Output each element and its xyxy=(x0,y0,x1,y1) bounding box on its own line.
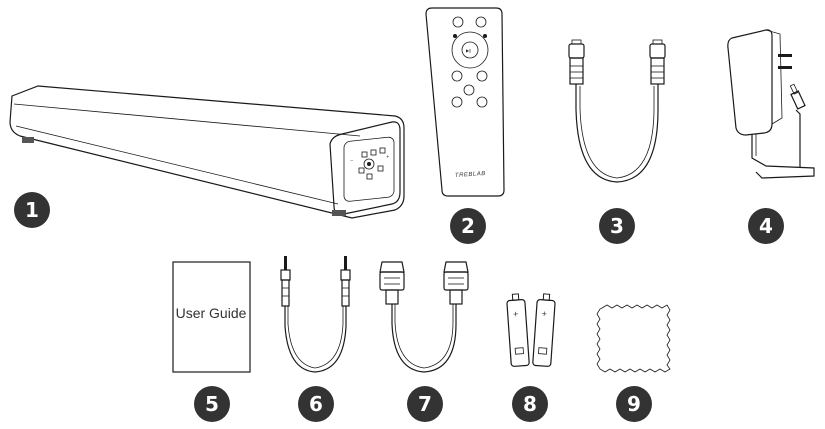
svg-text:−: − xyxy=(350,158,353,163)
badge-4: 4 xyxy=(748,208,784,244)
hdmi-cable xyxy=(379,261,469,373)
svg-text:3: 3 xyxy=(610,214,624,238)
user-guide: User Guide xyxy=(172,261,251,373)
svg-text:+: + xyxy=(512,310,519,318)
aux-cable xyxy=(280,256,351,373)
battery-right: + xyxy=(532,293,556,367)
svg-text:+: + xyxy=(386,154,389,159)
badge-1: 1 xyxy=(14,192,50,228)
badge-8: 8 xyxy=(512,386,548,422)
svg-text:6: 6 xyxy=(309,392,323,416)
badge-9: 9 xyxy=(616,386,652,422)
badge-7: 7 xyxy=(407,386,443,422)
battery-left: + xyxy=(506,293,530,367)
soundbar: − + xyxy=(9,85,405,219)
svg-text:1: 1 xyxy=(25,198,39,222)
svg-text:2: 2 xyxy=(461,214,475,238)
remote-brand-label: TREBLAB xyxy=(455,171,486,179)
badge-5: 5 xyxy=(194,386,230,422)
badge-3: 3 xyxy=(599,208,635,244)
user-guide-label: User Guide xyxy=(176,305,247,321)
svg-text:▶∥: ▶∥ xyxy=(466,48,471,53)
svg-text:9: 9 xyxy=(627,392,641,416)
svg-text:7: 7 xyxy=(418,392,432,416)
remote-control: ▶∥ TREBLAB xyxy=(425,7,505,197)
svg-text:+: + xyxy=(541,310,548,318)
svg-text:4: 4 xyxy=(759,214,773,238)
power-adapter xyxy=(727,29,815,179)
number-badges: 1 2 3 4 5 6 7 8 xyxy=(14,192,784,422)
badge-2: 2 xyxy=(450,208,486,244)
badge-6: 6 xyxy=(298,386,334,422)
batteries: + + xyxy=(506,293,556,367)
svg-text:5: 5 xyxy=(205,392,219,416)
cleaning-cloth xyxy=(596,304,671,373)
svg-text:8: 8 xyxy=(523,392,537,416)
optical-cable xyxy=(568,39,666,183)
